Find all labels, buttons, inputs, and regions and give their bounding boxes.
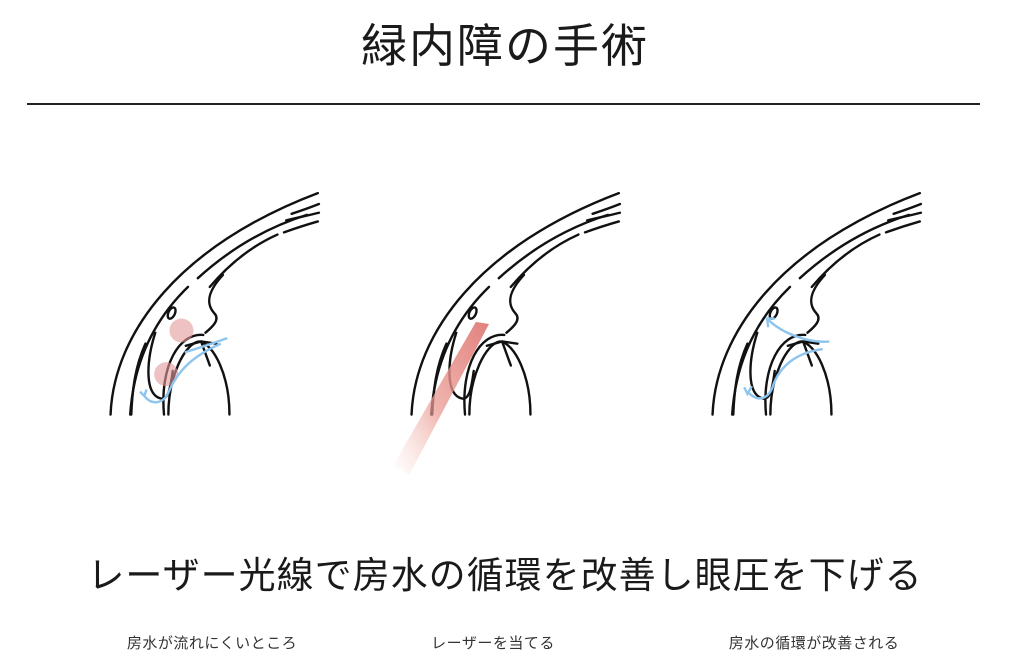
- blocked-spot-upper-highlight: [169, 318, 194, 343]
- eye-cross-section-diagram: [393, 191, 622, 475]
- aqueous-flow-arrow-icon: [143, 342, 222, 404]
- blocked-spot-lower-highlight: [154, 362, 179, 387]
- aqueous-flow-upper-arrow-icon: [767, 318, 830, 343]
- panel-after-caption: 房水の循環が改善される: [728, 634, 900, 652]
- eye-cross-section-diagram: [109, 191, 321, 416]
- eye-cross-section-diagram: [711, 191, 923, 416]
- panel-laser: レーザーを当てる: [393, 180, 693, 652]
- summary-text: レーザー光線で房水の循環を改善し眼圧を下げる: [87, 554, 923, 597]
- page-title: 緑内障の手術: [361, 19, 649, 73]
- panel-before: 房水が流れにくいところ: [92, 180, 392, 652]
- panel-laser-caption: レーザーを当てる: [431, 634, 555, 652]
- title-divider: [27, 103, 980, 105]
- panel-after: 房水の循環が改善される: [694, 180, 994, 652]
- aqueous-flow-lower-arrow-icon: [747, 347, 823, 400]
- laser-beam-icon: [393, 321, 489, 475]
- panel-before-caption: 房水が流れにくいところ: [126, 634, 298, 652]
